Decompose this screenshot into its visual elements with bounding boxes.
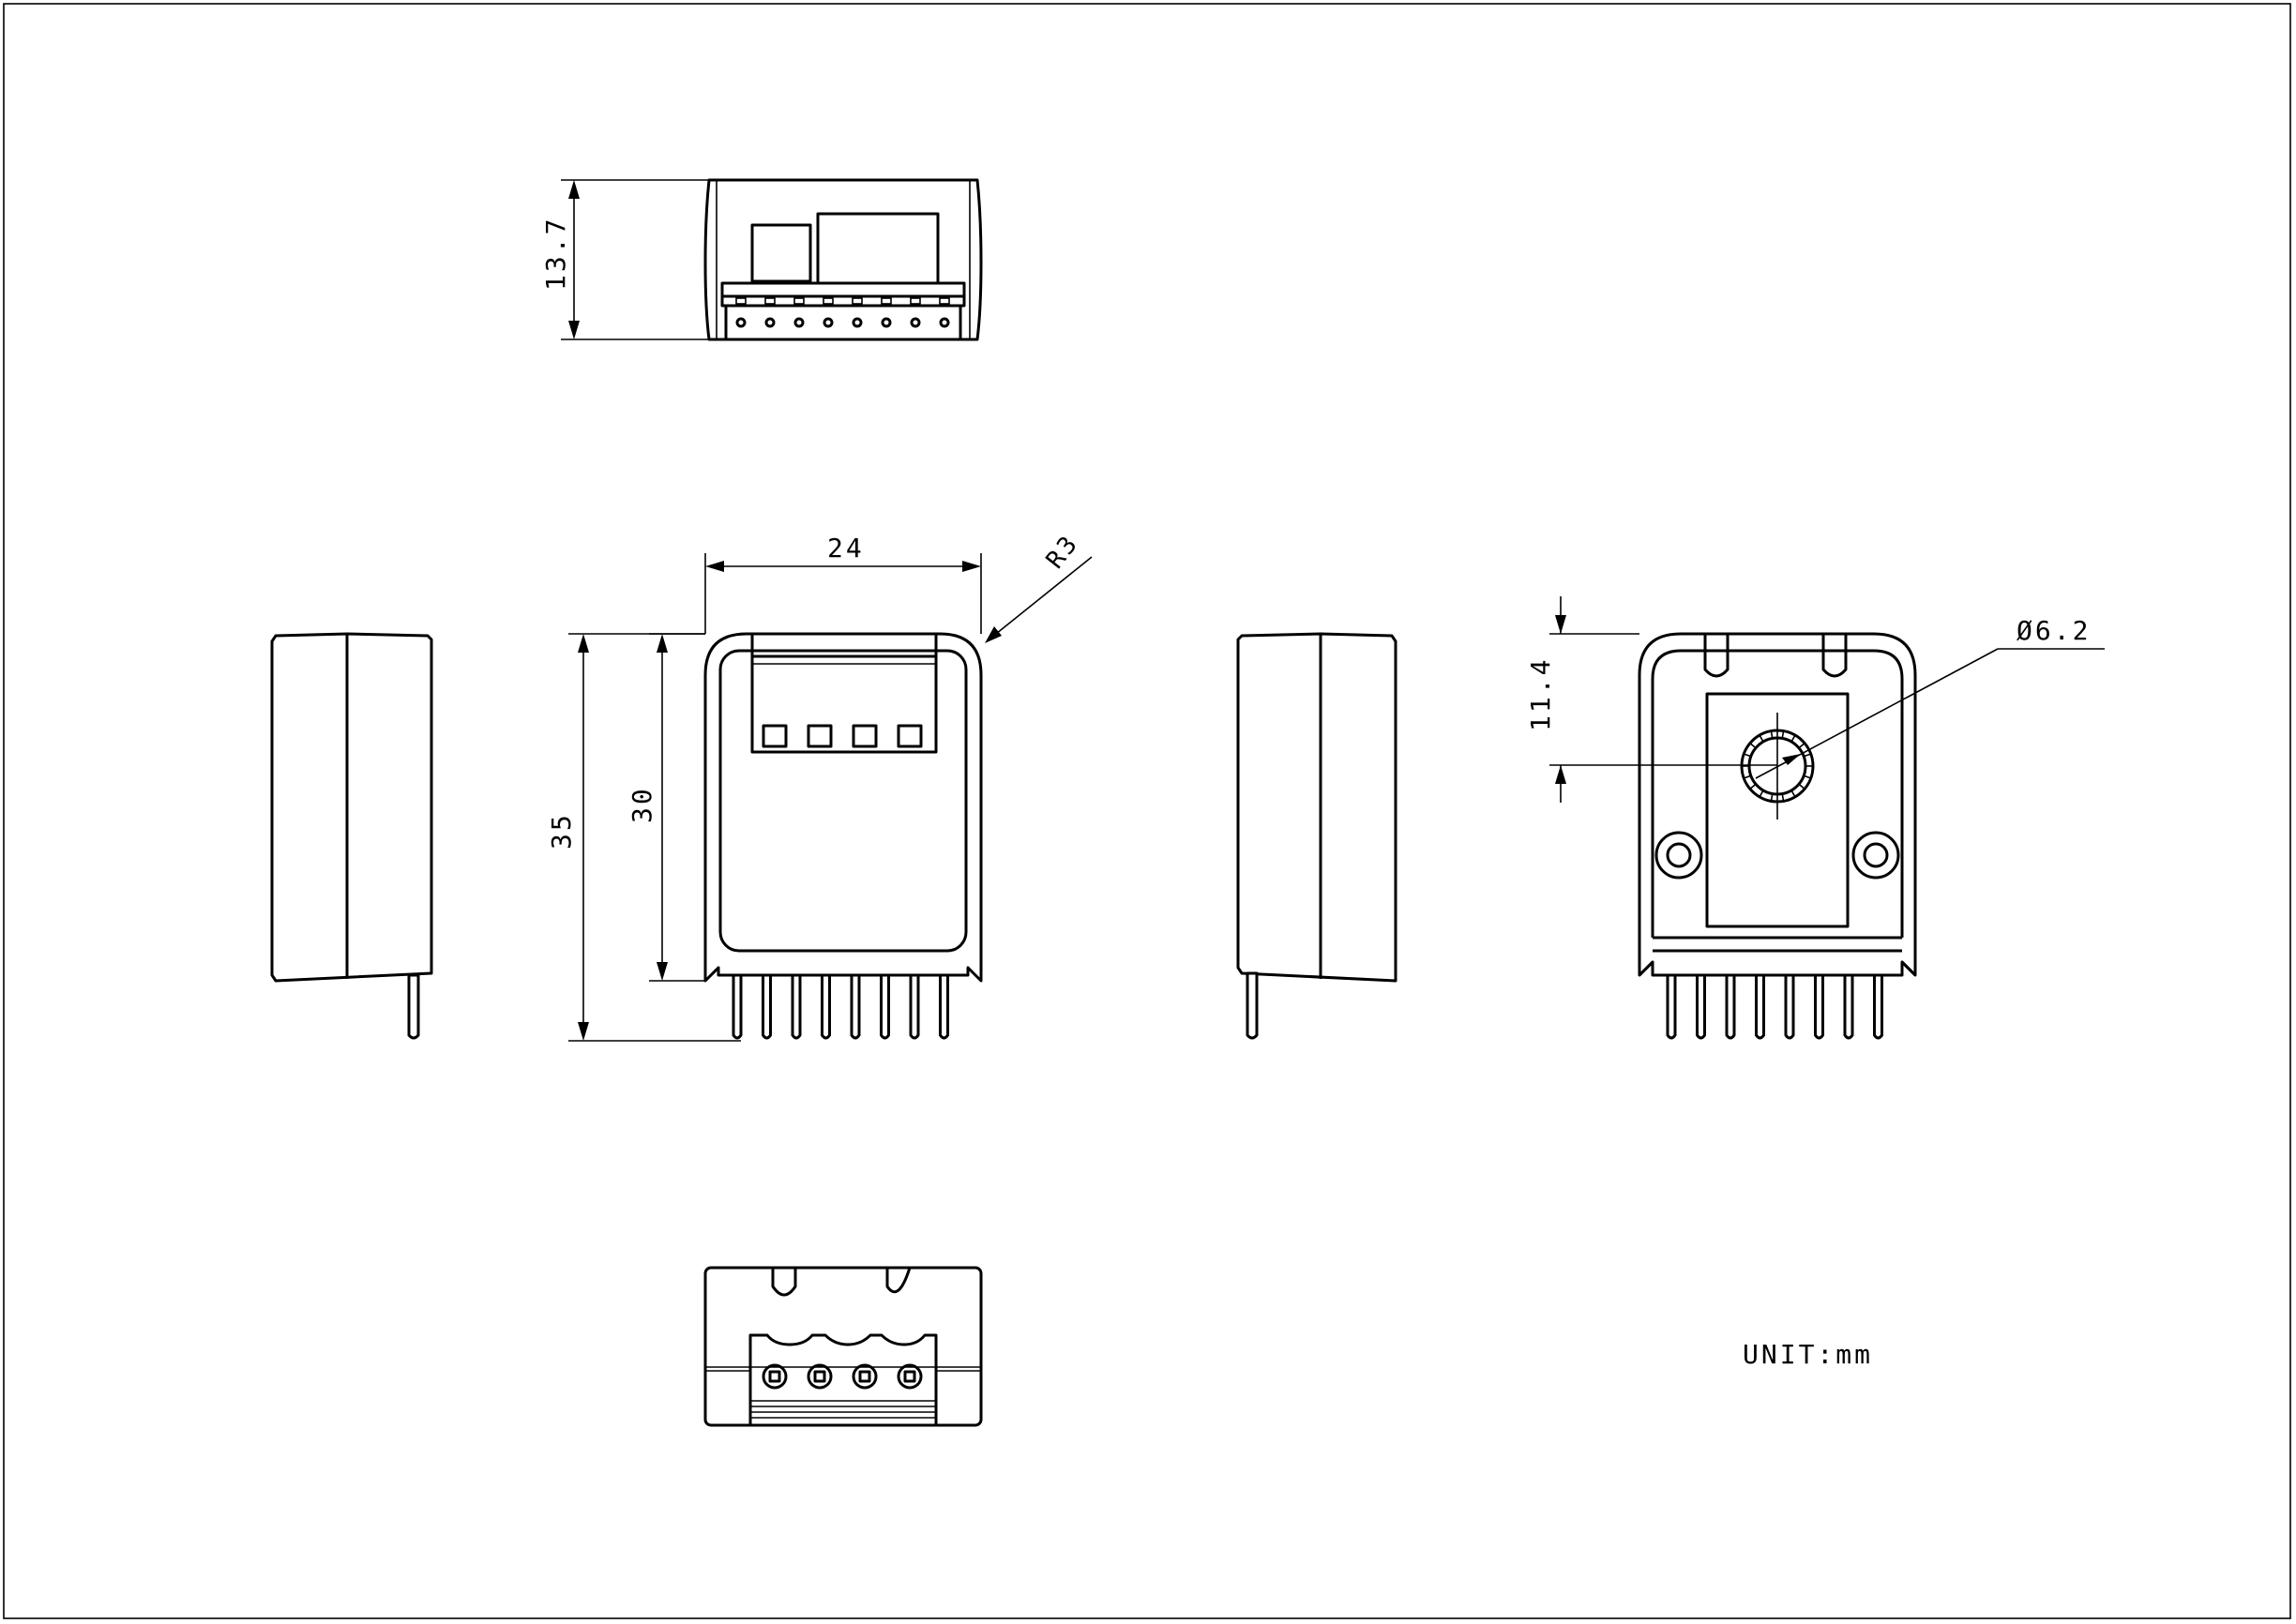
terminal-slot — [858, 1370, 871, 1383]
top-pin-head — [735, 317, 747, 328]
top-pin-head — [881, 317, 892, 328]
knob-tick — [1750, 783, 1757, 789]
terminal-slot — [903, 1370, 916, 1383]
dim-total-height: 35 — [546, 812, 577, 850]
rear-mount-hole-left — [1654, 831, 1703, 880]
rear-pin — [1696, 973, 1706, 1040]
front-pin — [791, 973, 802, 1040]
dim-knob-diameter: Ø6.2 — [2017, 615, 2091, 646]
front-pin — [909, 973, 920, 1040]
top-pin-slot — [735, 297, 747, 305]
rear-view: 11.4 Ø6.2 — [1525, 596, 2105, 1040]
knob-tick — [1770, 793, 1774, 801]
front-pin — [821, 973, 831, 1040]
rear-pin — [1843, 973, 1854, 1040]
top-pin-head — [910, 317, 921, 328]
front-led-3 — [852, 724, 878, 748]
knob-tick — [1790, 789, 1796, 797]
terminal-screw — [852, 1363, 878, 1390]
knob-tick — [1790, 735, 1796, 743]
top-pin-slot — [793, 297, 805, 305]
rear-pin — [1755, 973, 1765, 1040]
dim-front-width: 24 — [827, 533, 865, 564]
front-pin — [732, 973, 743, 1040]
terminal-screw — [897, 1363, 923, 1390]
front-pin — [939, 973, 949, 1040]
front-led-1 — [762, 724, 788, 748]
knob-tick — [1744, 774, 1752, 779]
unit-note: UNIT:mm — [1743, 1339, 1873, 1370]
dim-top-height: 13.7 — [540, 217, 571, 291]
top-pin-head — [939, 317, 950, 328]
right-side-view — [1236, 632, 1397, 1040]
dim-knob-offset: 11.4 — [1525, 657, 1556, 731]
top-pin-slot — [910, 297, 921, 305]
knob-tick — [1798, 743, 1805, 749]
knob-tick — [1770, 731, 1774, 739]
top-pin-head — [852, 317, 863, 328]
knob-tick — [1759, 789, 1764, 797]
knob-tick — [1750, 743, 1757, 749]
terminal-screw — [807, 1363, 833, 1390]
rear-mount-hole-right — [1851, 831, 1900, 880]
top-pin-slot — [823, 297, 834, 305]
knob-tick — [1803, 774, 1811, 779]
rear-pin — [1784, 973, 1795, 1040]
top-pin-slot — [852, 297, 863, 305]
front-view: 24 R3 35 30 — [546, 529, 1093, 1042]
top-pin-head — [823, 317, 834, 328]
left-side-view — [270, 632, 433, 1040]
front-led-2 — [807, 724, 833, 748]
knob-tick — [1781, 793, 1785, 801]
terminal-slot — [768, 1370, 781, 1383]
top-pin-head — [764, 317, 776, 328]
top-view: 13.7 — [540, 178, 983, 341]
knob-tick — [1803, 753, 1811, 758]
dim-body-height: 30 — [627, 786, 657, 823]
rear-pin — [1725, 973, 1736, 1040]
knob-tick — [1744, 753, 1752, 758]
terminal-slot — [813, 1370, 826, 1383]
top-pin-slot — [939, 297, 950, 305]
front-led-4 — [897, 724, 923, 748]
knob-tick — [1781, 731, 1785, 739]
terminal-screw — [762, 1363, 788, 1390]
rear-pin — [1666, 973, 1677, 1040]
front-pin — [762, 973, 772, 1040]
knob-tick — [1759, 735, 1764, 743]
knob-tick — [1798, 783, 1805, 789]
top-pin-head — [793, 317, 805, 328]
front-pin — [850, 973, 861, 1040]
top-pin-slot — [881, 297, 892, 305]
top-pin-slot — [764, 297, 776, 305]
sheet-border — [3, 3, 2291, 1619]
bottom-view — [703, 1266, 983, 1427]
front-pin — [880, 973, 890, 1040]
rear-pin — [1873, 973, 1883, 1040]
rear-pin — [1814, 973, 1824, 1040]
